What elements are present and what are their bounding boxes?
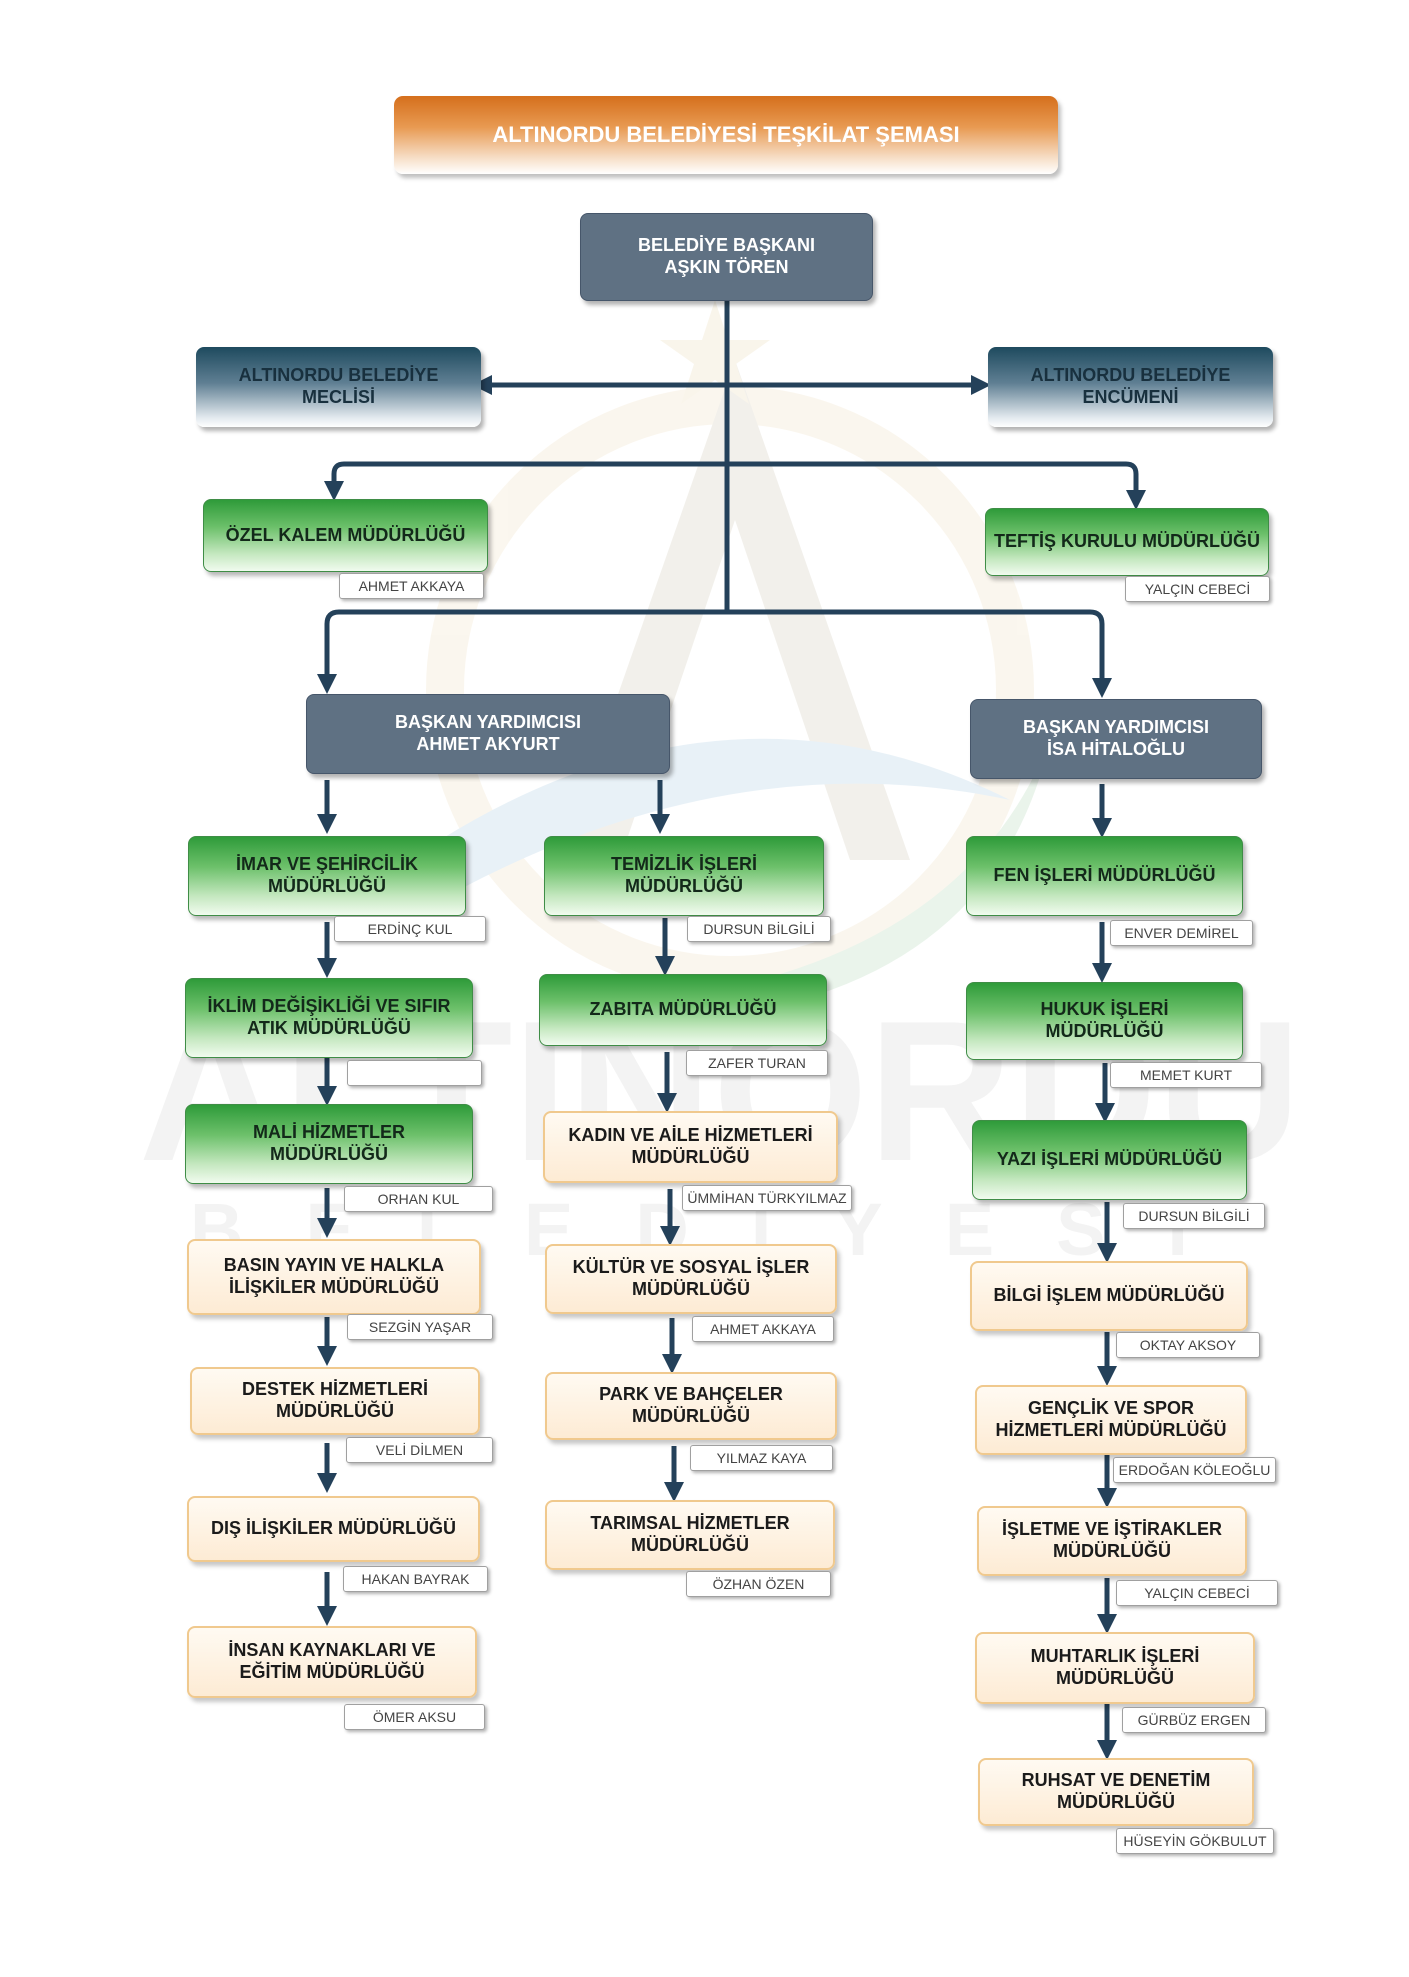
department-box: KÜLTÜR VE SOSYAL İŞLER MÜDÜRLÜĞÜ — [545, 1244, 837, 1314]
chart-title: ALTINORDU BELEDİYESİ TEŞKİLAT ŞEMASI — [394, 96, 1058, 174]
department-person: ENVER DEMİREL — [1110, 920, 1253, 946]
inspection-arrow — [727, 461, 1146, 510]
private-office-arrow — [324, 461, 727, 501]
department-box: FEN İŞLERİ MÜDÜRLÜĞÜ — [966, 836, 1243, 916]
department-box: İKLİM DEĞİŞİKLİĞİ VE SIFIR ATIK MÜDÜRLÜĞ… — [185, 978, 473, 1058]
department-box: DIŞ İLİŞKİLER MÜDÜRLÜĞÜ — [187, 1496, 480, 1562]
department-person: ORHAN KUL — [344, 1186, 493, 1212]
department-person: ÜMMİHAN TÜRKYILMAZ — [682, 1185, 852, 1211]
committee-box: ALTINORDU BELEDİYE ENCÜMENİ — [988, 347, 1273, 427]
deputy-right-title: BAŞKAN YARDIMCISI — [1022, 717, 1210, 738]
department-person: GÜRBÜZ ERGEN — [1122, 1707, 1266, 1733]
deputy-right-box: BAŞKAN YARDIMCISI İSA HİTALOĞLU — [970, 699, 1262, 779]
department-box: İMAR VE ŞEHİRCİLİK MÜDÜRLÜĞÜ — [188, 836, 466, 916]
council-box: ALTINORDU BELEDİYE MECLİSİ — [196, 347, 481, 427]
inspection-box: TEFTİŞ KURULU MÜDÜRLÜĞÜ — [985, 508, 1269, 576]
deputy-left-title: BAŞKAN YARDIMCISI — [394, 712, 582, 733]
department-person: VELİ DİLMEN — [346, 1437, 493, 1463]
department-person: SEZGİN YAŞAR — [347, 1314, 493, 1340]
department-box: TEMİZLİK İŞLERİ MÜDÜRLÜĞÜ — [544, 836, 824, 916]
department-box: İŞLETME VE İŞTİRAKLER MÜDÜRLÜĞÜ — [977, 1506, 1247, 1576]
department-box: ZABITA MÜDÜRLÜĞÜ — [539, 974, 827, 1046]
department-box: İNSAN KAYNAKLARI VE EĞİTİM MÜDÜRLÜĞÜ — [187, 1626, 477, 1698]
department-person: YALÇIN CEBECİ — [1116, 1580, 1278, 1606]
department-person: ÖMER AKSU — [344, 1704, 485, 1730]
deputy-right-name: İSA HİTALOĞLU — [1047, 739, 1185, 759]
private-office-person: AHMET AKKAYA — [339, 573, 484, 599]
department-person: OKTAY AKSOY — [1116, 1332, 1260, 1358]
department-person: DURSUN BİLGİLİ — [1123, 1203, 1265, 1229]
department-person: ERDİNÇ KUL — [334, 916, 486, 942]
department-box: MUHTARLIK İŞLERİ MÜDÜRLÜĞÜ — [975, 1632, 1255, 1704]
department-box: KADIN VE AİLE HİZMETLERİ MÜDÜRLÜĞÜ — [543, 1111, 838, 1183]
mayor-box: BELEDİYE BAŞKANI AŞKIN TÖREN — [580, 213, 873, 301]
mayor-title: BELEDİYE BAŞKANI — [637, 235, 816, 256]
private-office-box: ÖZEL KALEM MÜDÜRLÜĞÜ — [203, 499, 488, 572]
department-person — [347, 1060, 482, 1086]
department-box: DESTEK HİZMETLERİ MÜDÜRLÜĞÜ — [190, 1367, 480, 1435]
department-person: HAKAN BAYRAK — [343, 1566, 488, 1592]
department-box: MALİ HİZMETLER MÜDÜRLÜĞÜ — [185, 1104, 473, 1184]
department-person: ZAFER TURAN — [686, 1050, 828, 1076]
department-person: MEMET KURT — [1110, 1062, 1262, 1088]
department-person: ERDOĞAN KÖLEOĞLU — [1113, 1457, 1276, 1483]
department-box: YAZI İŞLERİ MÜDÜRLÜĞÜ — [972, 1120, 1247, 1200]
department-person: HÜSEYİN GÖKBULUT — [1116, 1828, 1274, 1854]
deputy-left-name: AHMET AKYURT — [416, 734, 560, 754]
department-box: HUKUK İŞLERİ MÜDÜRLÜĞÜ — [966, 982, 1243, 1060]
deputy-right-arrow — [727, 609, 1112, 698]
department-box: TARIMSAL HİZMETLER MÜDÜRLÜĞÜ — [545, 1500, 835, 1570]
deputy-left-arrow — [317, 609, 727, 694]
deputy-left-box: BAŞKAN YARDIMCISI AHMET AKYURT — [306, 694, 670, 774]
department-person: ÖZHAN ÖZEN — [686, 1571, 831, 1597]
department-box: GENÇLİK VE SPOR HİZMETLERİ MÜDÜRLÜĞÜ — [975, 1385, 1247, 1455]
mayor-name: AŞKIN TÖREN — [664, 257, 789, 277]
inspection-person: YALÇIN CEBECİ — [1125, 576, 1270, 602]
department-person: YILMAZ KAYA — [690, 1445, 833, 1471]
department-box: PARK VE BAHÇELER MÜDÜRLÜĞÜ — [545, 1372, 837, 1440]
department-box: BİLGİ İŞLEM MÜDÜRLÜĞÜ — [970, 1261, 1248, 1331]
department-box: BASIN YAYIN VE HALKLA İLİŞKİLER MÜDÜRLÜĞ… — [187, 1239, 481, 1315]
department-box: RUHSAT VE DENETİM MÜDÜRLÜĞÜ — [978, 1758, 1254, 1826]
department-person: AHMET AKKAYA — [692, 1316, 834, 1342]
department-person: DURSUN BİLGİLİ — [687, 916, 831, 942]
